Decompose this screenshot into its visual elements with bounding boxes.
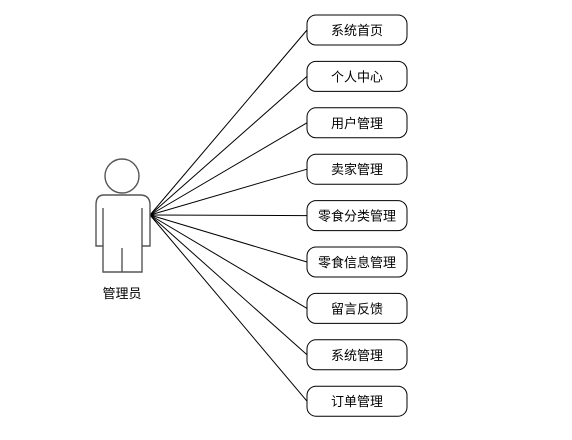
use-case-item: 系统首页 [306, 14, 408, 46]
use-case-item: 个人中心 [306, 60, 408, 92]
use-case-item: 零食分类管理 [306, 200, 408, 232]
use-case-label: 订单管理 [331, 395, 383, 410]
use-case-item: 订单管理 [306, 385, 408, 417]
association-line [149, 29, 308, 216]
use-case-item: 卖家管理 [306, 153, 408, 185]
use-case-box [306, 339, 408, 371]
association-line [149, 214, 308, 402]
use-case-box [306, 14, 408, 46]
association-lines [149, 29, 308, 402]
actor-label: 管理员 [102, 287, 141, 302]
association-line [149, 214, 308, 309]
use-case-box [306, 60, 408, 92]
association-line [149, 214, 308, 356]
actor-figure: 管理员 [95, 158, 151, 302]
use-case-box [306, 107, 408, 139]
use-case-item: 留言反馈 [306, 292, 408, 324]
use-case-label: 系统首页 [331, 24, 383, 39]
association-line [149, 122, 308, 216]
stick-figure-actor-icon [95, 158, 151, 273]
use-case-item: 零食信息管理 [306, 246, 408, 278]
use-case-item: 用户管理 [306, 107, 408, 139]
use-case-box [306, 200, 408, 232]
use-case-label: 个人中心 [331, 70, 383, 85]
use-case-label: 零食分类管理 [318, 209, 396, 225]
association-line [149, 76, 308, 216]
association-line [149, 168, 308, 216]
use-case-label: 卖家管理 [331, 162, 383, 178]
association-line [149, 214, 308, 217]
use-case-label: 留言反馈 [331, 302, 383, 317]
use-case-box [306, 246, 408, 278]
use-case-item: 系统管理 [306, 339, 408, 371]
use-case-box [306, 292, 408, 324]
use-case-label: 用户管理 [331, 116, 383, 132]
use-case-label: 零食信息管理 [318, 255, 396, 271]
use-case-box [306, 153, 408, 185]
association-line [149, 214, 308, 263]
use-case-label: 系统管理 [331, 349, 383, 364]
use-case-box [306, 385, 408, 417]
